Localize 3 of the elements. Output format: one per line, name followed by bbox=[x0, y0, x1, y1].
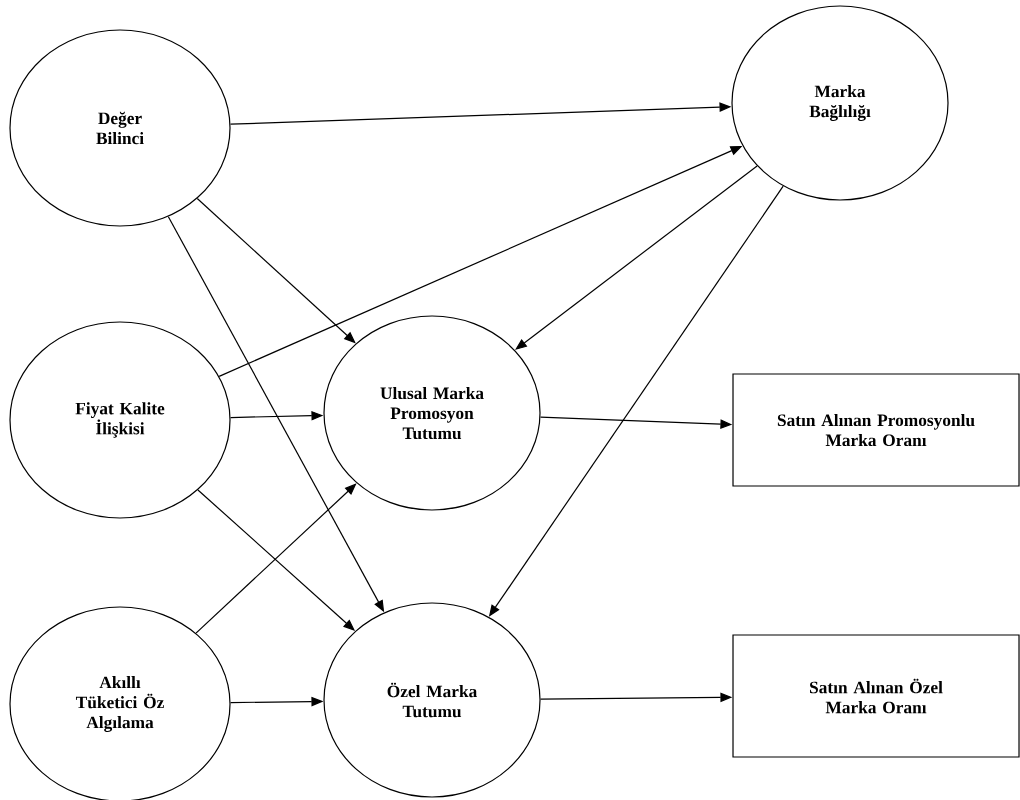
outcome-box: Satın Alınan Özel Marka Oranı bbox=[732, 634, 1020, 758]
outcome-box: Satın Alınan Promosyonlu Marka Oranı bbox=[732, 373, 1020, 487]
arrow bbox=[515, 165, 758, 350]
